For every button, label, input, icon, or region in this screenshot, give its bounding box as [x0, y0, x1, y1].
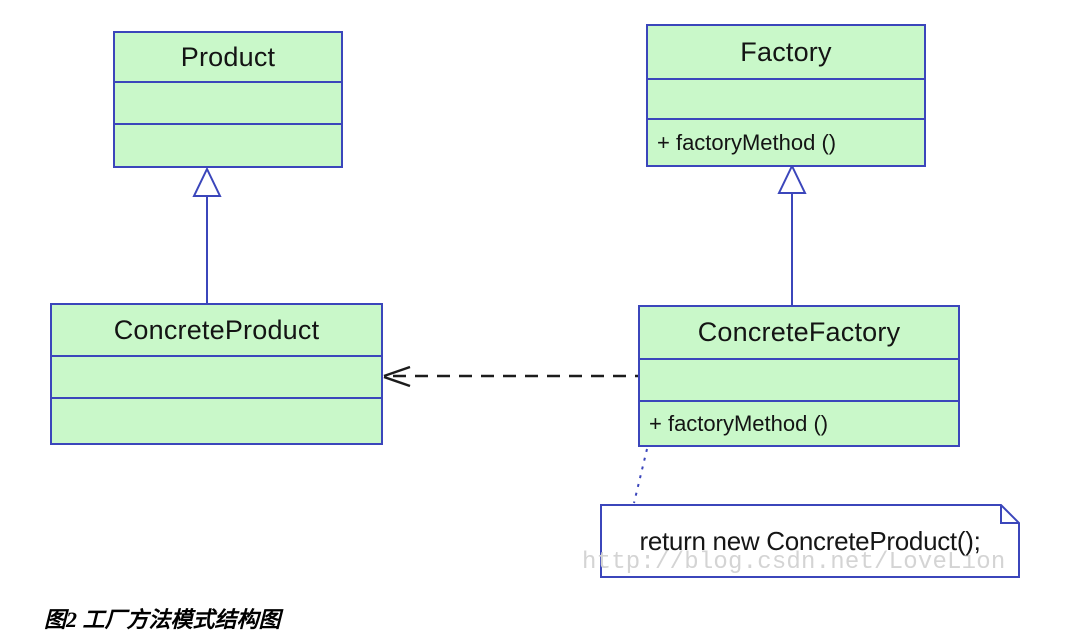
- class-name-concrete-product: ConcreteProduct: [113, 314, 320, 345]
- method-label-factory: + factoryMethod (): [648, 118, 924, 165]
- attributes-compartment-concrete-product: [52, 355, 381, 397]
- attributes-compartment-product: [115, 81, 341, 123]
- method-label-concrete-factory: + factoryMethod (): [640, 400, 958, 445]
- methods-compartment-concrete-product: [52, 397, 381, 443]
- figure-caption: 图2 工厂方法模式结构图: [44, 607, 281, 632]
- class-name-factory: Factory: [740, 36, 832, 67]
- attributes-compartment-concrete-factory: [640, 358, 958, 400]
- note-connector: [633, 448, 648, 504]
- class-name-concrete-factory: ConcreteFactory: [697, 317, 901, 347]
- dependency-arrow: [383, 365, 638, 388]
- class-box-product: Product: [113, 31, 343, 168]
- attributes-compartment-factory: [648, 78, 924, 118]
- inheritance-arrow-factory: [777, 163, 807, 305]
- class-box-concrete-product: ConcreteProduct: [50, 303, 383, 445]
- class-box-factory: Factory + factoryMethod (): [646, 24, 926, 167]
- class-box-concrete-factory: ConcreteFactory + factoryMethod (): [638, 305, 960, 447]
- methods-compartment-product: [115, 123, 341, 166]
- inheritance-arrow-product: [192, 166, 222, 303]
- note-shape: [600, 504, 1020, 578]
- class-name-product: Product: [180, 41, 276, 72]
